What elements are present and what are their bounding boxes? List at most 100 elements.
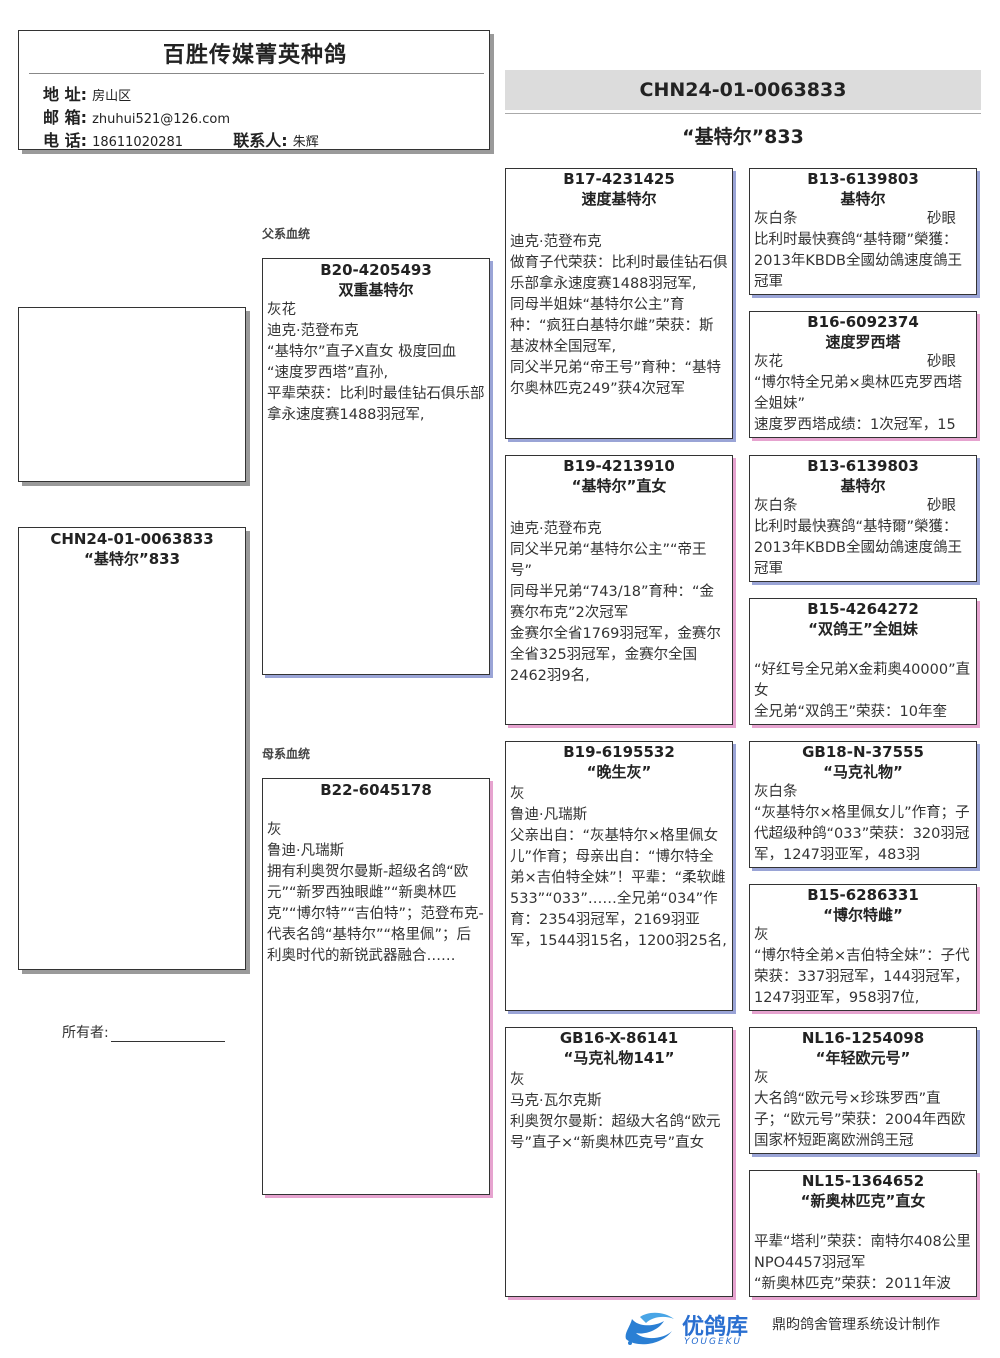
sd-line-1: 同父半兄弟“基特尔公主”“帝王号” [510, 542, 707, 579]
dds-line-1: 大名鸽“欧元号×珍珠罗西”直子；“欧元号”荣获：2004年西欧国家杯短距离欧洲鸽… [754, 1091, 966, 1149]
banner-divider [505, 113, 981, 114]
dam-sire-card: B19-6195532 “晚生灰” 灰 鲁迪·凡瑞斯 父亲出自：“灰基特尔×格里… [505, 741, 733, 1011]
phone-value: 18611020281 [92, 135, 184, 150]
subject-ring: CHN24-01-0063833 [50, 530, 214, 548]
ds-name: “晚生灰” [586, 763, 652, 781]
credit-text: 鼎昀鸽舍管理系统设计制作 [772, 1317, 940, 1333]
sire-name: 双重基特尔 [338, 281, 414, 299]
dam-line-label: 母系血统 [262, 747, 311, 761]
ddd-line-1: 平辈“塔利”荣获：南特尔408公里NPO4457羽冠军 [754, 1234, 971, 1271]
sds-lines: 比利时最快赛鸽“基特爾”榮獲：2013年KBDB全國幼鴿速度鴿王冠軍 [750, 517, 976, 580]
dsd-ring: B15-6286331 [807, 886, 919, 904]
ss-lines: 迪克·范登布克 做育子代荣获：比利时最佳钻石俱乐部拿永速度赛1488羽冠军, 同… [506, 232, 732, 400]
subject-card: CHN24-01-0063833 “基特尔”833 [18, 527, 246, 970]
ss-line-2: 同母半姐妹“基特尔公主”育种：“疯狂白基特尔雌”荣获：斯基波林全国冠军, [510, 297, 714, 355]
owner-line [110, 1041, 225, 1042]
dd-line-1: 马克·瓦尔克斯 [510, 1093, 602, 1109]
dds-name: “年轻欧元号” [815, 1049, 911, 1067]
subject-name-title: “基特尔”833 [682, 126, 804, 148]
subject-name: “基特尔”833 [83, 550, 181, 568]
dam-lines: 灰 鲁迪·凡瑞斯 拥有利奥贺尔曼斯-超级名鸽“欧元”“新罗西独眼雌”“新奥林匹克… [263, 820, 489, 967]
ssd-card: B16-6092374 速度罗西塔 灰花砂眼 “博尔特全兄弟×奥林匹克罗西塔全姐… [749, 311, 977, 438]
sire-line-2: “基特尔”直子X直女 极度回血 [267, 344, 457, 360]
dd-line-0: 灰 [510, 1072, 525, 1088]
sire-card: B20-4205493 双重基特尔 灰花 迪克·范登布克 “基特尔”直子X直女 … [262, 258, 490, 675]
address-value: 房山区 [92, 89, 132, 104]
sss-color-eye: 灰白条砂眼 [750, 209, 976, 230]
dsd-line-1: “博尔特全弟×吉伯特全妹”：子代荣获：337羽冠军，144羽冠军，1247羽亚军… [754, 948, 970, 1006]
ssd-lines: “博尔特全兄弟×奥林匹克罗西塔全姐妹” 速度罗西塔成绩：1次冠军，15 [750, 373, 976, 436]
sss-lines: 比利时最快赛鸽“基特爾”榮獲：2013年KBDB全國幼鴿速度鴿王冠軍 [750, 230, 976, 293]
sds-card: B13-6139803 基特尔 灰白条砂眼 比利时最快赛鸽“基特爾”榮獲：201… [749, 455, 977, 582]
dss-name: “马克礼物” [823, 763, 903, 781]
dss-lines: 灰白条 “灰基特尔×格里佩女儿”作育；子代超级种鸽“033”荣获：320羽冠军，… [750, 782, 976, 866]
sire-lines: 灰花 迪克·范登布克 “基特尔”直子X直女 极度回血 “速度罗西塔”直孙, 平辈… [263, 300, 489, 426]
swirl-logo-icon [625, 1312, 674, 1345]
sdd-line-1: “好红号全兄弟X金莉奥40000”直女 [754, 662, 971, 699]
dd-name: “马克礼物141” [563, 1049, 675, 1067]
header-divider [29, 73, 484, 74]
dam-card: B22-6045178 灰 鲁迪·凡瑞斯 拥有利奥贺尔曼斯-超级名鸽“欧元”“新… [262, 778, 490, 1195]
sds-eye: 砂眼 [927, 498, 956, 514]
ddd-name: “新奥林匹克”直女 [800, 1192, 926, 1210]
dds-card: NL16-1254098 “年轻欧元号” 灰 大名鸽“欧元号×珍珠罗西”直子；“… [749, 1027, 977, 1154]
ds-line-0: 灰 [510, 786, 525, 802]
dam-dam-card: GB16-X-86141 “马克礼物141” 灰 马克·瓦尔克斯 利奥贺尔曼斯：… [505, 1027, 733, 1297]
sds-line-0: 比利时最快赛鸽“基特爾”榮獲：2013年KBDB全國幼鴿速度鴿王冠軍 [754, 519, 962, 577]
sire-line-1: 迪克·范登布克 [267, 323, 359, 339]
ss-name: 速度基特尔 [581, 190, 657, 208]
sd-line-2: 同母半兄弟“743/18”育种：“金赛尔布克”2次冠军 [510, 584, 715, 621]
phone-label: 电 话: [43, 131, 87, 150]
logo-subtext: YOUGEKU [684, 1337, 743, 1347]
address-label: 地 址: [43, 85, 87, 104]
sss-color: 灰白条 [754, 211, 798, 227]
sss-line-0: 比利时最快赛鸽“基特爾”榮獲：2013年KBDB全國幼鴿速度鴿王冠軍 [754, 232, 962, 290]
contact-value: 朱辉 [292, 135, 319, 150]
dds-line-0: 灰 [754, 1070, 769, 1086]
ds-ring: B19-6195532 [563, 743, 675, 761]
sdd-ring: B15-4264272 [807, 600, 919, 618]
dam-line-1: 鲁迪·凡瑞斯 [267, 843, 345, 859]
ds-line-2: 父亲出自：“灰基特尔×格里佩女儿”作育；母亲出自：“博尔特全弟×吉伯特全妹”！平… [510, 828, 727, 949]
dss-line-0: 灰白条 [754, 784, 798, 800]
dsd-card: B15-6286331 “博尔特雌” 灰 “博尔特全弟×吉伯特全妹”：子代荣获：… [749, 884, 977, 1011]
email-label: 邮 箱: [43, 108, 87, 127]
sire-line-0: 灰花 [267, 302, 296, 318]
ssd-color: 灰花 [754, 354, 783, 370]
ddd-line-0 [754, 1211, 972, 1232]
sss-name: 基特尔 [840, 190, 886, 208]
sdd-line-2: 全兄弟“双鸽王”荣获：10年奎 [754, 704, 947, 720]
owner-field: 所有者: [62, 1022, 225, 1042]
dam-name [263, 800, 489, 820]
breeder-contact: 地 址: 房山区 邮 箱: zhuhui521@126.com 电 话: 186… [43, 84, 319, 150]
sd-ring: B19-4213910 [563, 457, 675, 475]
ddd-ring: NL15-1364652 [801, 1172, 925, 1190]
sdd-lines: “好红号全兄弟X金莉奥40000”直女 全兄弟“双鸽王”荣获：10年奎 [750, 639, 976, 723]
breeder-title: 百胜传媒菁英种鸽 [162, 43, 347, 68]
dsd-lines: 灰 “博尔特全弟×吉伯特全妹”：子代荣获：337羽冠军，144羽冠军，1247羽… [750, 925, 976, 1009]
dam-line-2: 拥有利奥贺尔曼斯-超级名鸽“欧元”“新罗西独眼雌”“新奥林匹克”“博尔特”“吉伯… [267, 864, 484, 964]
ss-ring: B17-4231425 [563, 170, 675, 188]
sss-card: B13-6139803 基特尔 灰白条砂眼 比利时最快赛鸽“基特爾”榮獲：201… [749, 168, 977, 295]
dds-ring: NL16-1254098 [801, 1029, 925, 1047]
owner-label: 所有者: [62, 1025, 109, 1041]
dss-card: GB18-N-37555 “马克礼物” 灰白条 “灰基特尔×格里佩女儿”作育；子… [749, 741, 977, 868]
sire-sire-card: B17-4231425 速度基特尔 迪克·范登布克 做育子代荣获：比利时最佳钻石… [505, 168, 733, 439]
sdd-line-0 [754, 639, 972, 660]
sds-color: 灰白条 [754, 498, 798, 514]
breeder-info-box: 百胜传媒菁英种鸽 地 址: 房山区 邮 箱: zhuhui521@126.com… [18, 30, 490, 150]
ssd-eye: 砂眼 [927, 354, 956, 370]
email-value: zhuhui521@126.com [92, 112, 230, 127]
dds-lines: 灰 大名鸽“欧元号×珍珠罗西”直子；“欧元号”荣获：2004年西欧国家杯短距离欧… [750, 1068, 976, 1152]
sds-ring: B13-6139803 [807, 457, 919, 475]
sss-ring: B13-6139803 [807, 170, 919, 188]
dd-line-2: 利奥贺尔曼斯：超级大名鸽“欧元号”直子×“新奥林匹克号”直女 [510, 1114, 721, 1151]
sd-line-3: 金赛尔全省1769羽冠军，金赛尔全省325羽冠军，金赛尔全国2462羽9名, [510, 626, 721, 684]
ssd-ring: B16-6092374 [807, 313, 919, 331]
ds-lines: 灰 鲁迪·凡瑞斯 父亲出自：“灰基特尔×格里佩女儿”作育；母亲出自：“博尔特全弟… [506, 784, 732, 952]
logo-text: 优鸽库 [682, 1315, 749, 1340]
dsd-line-0: 灰 [754, 927, 769, 943]
sds-color-eye: 灰白条 砂眼 [750, 496, 976, 517]
ss-line-1: 做育子代荣获：比利时最佳钻石俱乐部拿永速度赛1488羽冠军, [510, 255, 728, 292]
ssd-line-0: “博尔特全兄弟×奥林匹克罗西塔全姐妹” [754, 375, 963, 412]
